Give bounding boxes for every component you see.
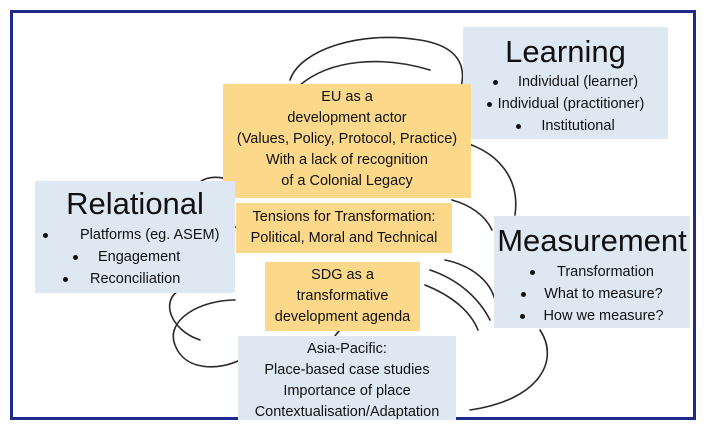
bullet-icon xyxy=(530,269,536,275)
bullet-icon xyxy=(492,79,498,85)
list-item: Platforms (eg. ASEM) xyxy=(35,224,235,246)
list-item: Transformation xyxy=(494,261,690,283)
asia-line: Place-based case studies xyxy=(264,362,430,378)
asia-pacific-box: Asia-Pacific: Place-based case studies I… xyxy=(238,336,456,420)
list-item: Institutional xyxy=(463,115,668,137)
bullet-icon xyxy=(521,291,527,297)
list-item: How we measure? xyxy=(494,305,690,327)
eu-line: development actor xyxy=(287,110,407,126)
list-item: Engagement xyxy=(35,246,235,268)
learning-title: Learning xyxy=(505,34,626,69)
list-item: Reconciliation xyxy=(35,268,235,290)
asia-line: Contextualisation/Adaptation xyxy=(254,404,440,420)
sdg-box: SDG as a transformative development agen… xyxy=(265,262,420,331)
tensions-line: Political, Moral and Technical xyxy=(250,230,438,246)
tensions-line: Tensions for Transformation: xyxy=(252,209,436,225)
tensions-box: Tensions for Transformation: Political, … xyxy=(236,203,452,253)
bullet-icon xyxy=(63,276,68,282)
sdg-line: SDG as a xyxy=(311,267,374,283)
bullet-icon xyxy=(43,232,48,238)
bullet-icon xyxy=(486,101,492,107)
bullet-icon xyxy=(516,123,522,129)
sdg-line: development agenda xyxy=(274,309,411,325)
eu-development-actor-box: EU as a development actor (Values, Polic… xyxy=(223,84,471,198)
list-item: Individual (learner) xyxy=(463,71,668,93)
bullet-icon xyxy=(73,254,78,260)
list-item: What to measure? xyxy=(494,283,690,305)
eu-line: of a Colonial Legacy xyxy=(281,173,413,189)
list-item: Individual (practitioner) xyxy=(463,93,668,115)
relational-box: Relational Platforms (eg. ASEM) Engageme… xyxy=(35,181,235,293)
eu-line: With a lack of recognition xyxy=(266,152,428,168)
measurement-list: Transformation What to measure? How we m… xyxy=(494,261,690,327)
relational-title: Relational xyxy=(66,186,204,221)
bullet-icon xyxy=(520,313,526,319)
learning-box: Learning Individual (learner) Individual… xyxy=(463,27,668,139)
sdg-line: transformative xyxy=(296,288,389,304)
asia-line: Importance of place xyxy=(283,383,411,399)
eu-line: EU as a xyxy=(321,89,373,105)
learning-list: Individual (learner) Individual (practit… xyxy=(463,71,668,137)
measurement-title: Measurement xyxy=(497,223,687,258)
measurement-box: Measurement Transformation What to measu… xyxy=(494,216,690,328)
asia-line: Asia-Pacific: xyxy=(307,341,387,357)
eu-line: (Values, Policy, Protocol, Practice) xyxy=(236,131,458,147)
relational-list: Platforms (eg. ASEM) Engagement Reconcil… xyxy=(35,224,235,290)
